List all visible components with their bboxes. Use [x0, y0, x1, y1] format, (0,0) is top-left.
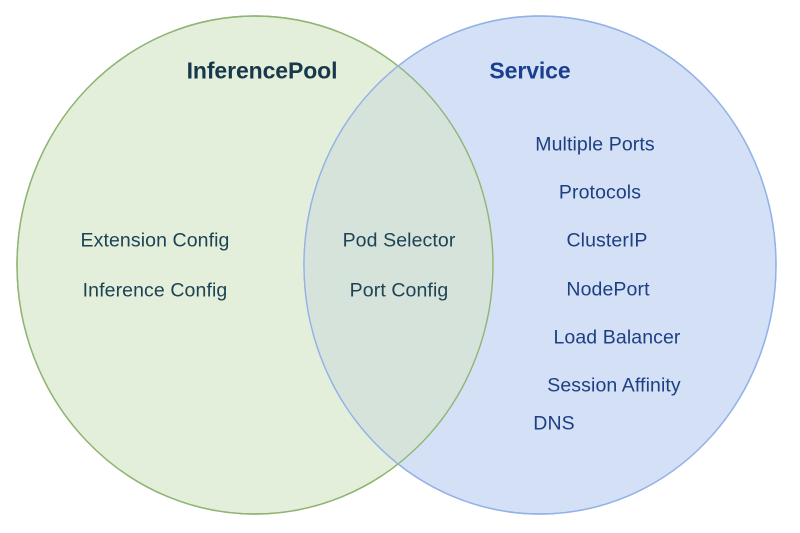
left-item-extension-config: Extension Config	[80, 229, 230, 252]
circle-service-outline	[303, 15, 777, 515]
right-item-nodeport: NodePort	[566, 278, 650, 301]
title-service: Service	[489, 57, 571, 84]
right-item-load-balancer: Load Balancer	[553, 326, 681, 349]
right-item-clusterip: ClusterIP	[566, 229, 648, 252]
circle-overlap-region[interactable]	[304, 16, 776, 514]
right-item-multiple-ports: Multiple Ports	[535, 133, 655, 156]
intersection-item-port-config: Port Config	[349, 279, 449, 302]
left-item-inference-config: Inference Config	[82, 279, 228, 302]
right-item-session-affinity: Session Affinity	[547, 374, 681, 397]
title-inferencepool: InferencePool	[186, 57, 338, 84]
circle-inferencepool-outline	[16, 15, 494, 515]
intersection-item-pod-selector: Pod Selector	[342, 229, 456, 252]
right-item-protocols: Protocols	[558, 181, 642, 204]
right-item-dns: DNS	[533, 412, 575, 435]
